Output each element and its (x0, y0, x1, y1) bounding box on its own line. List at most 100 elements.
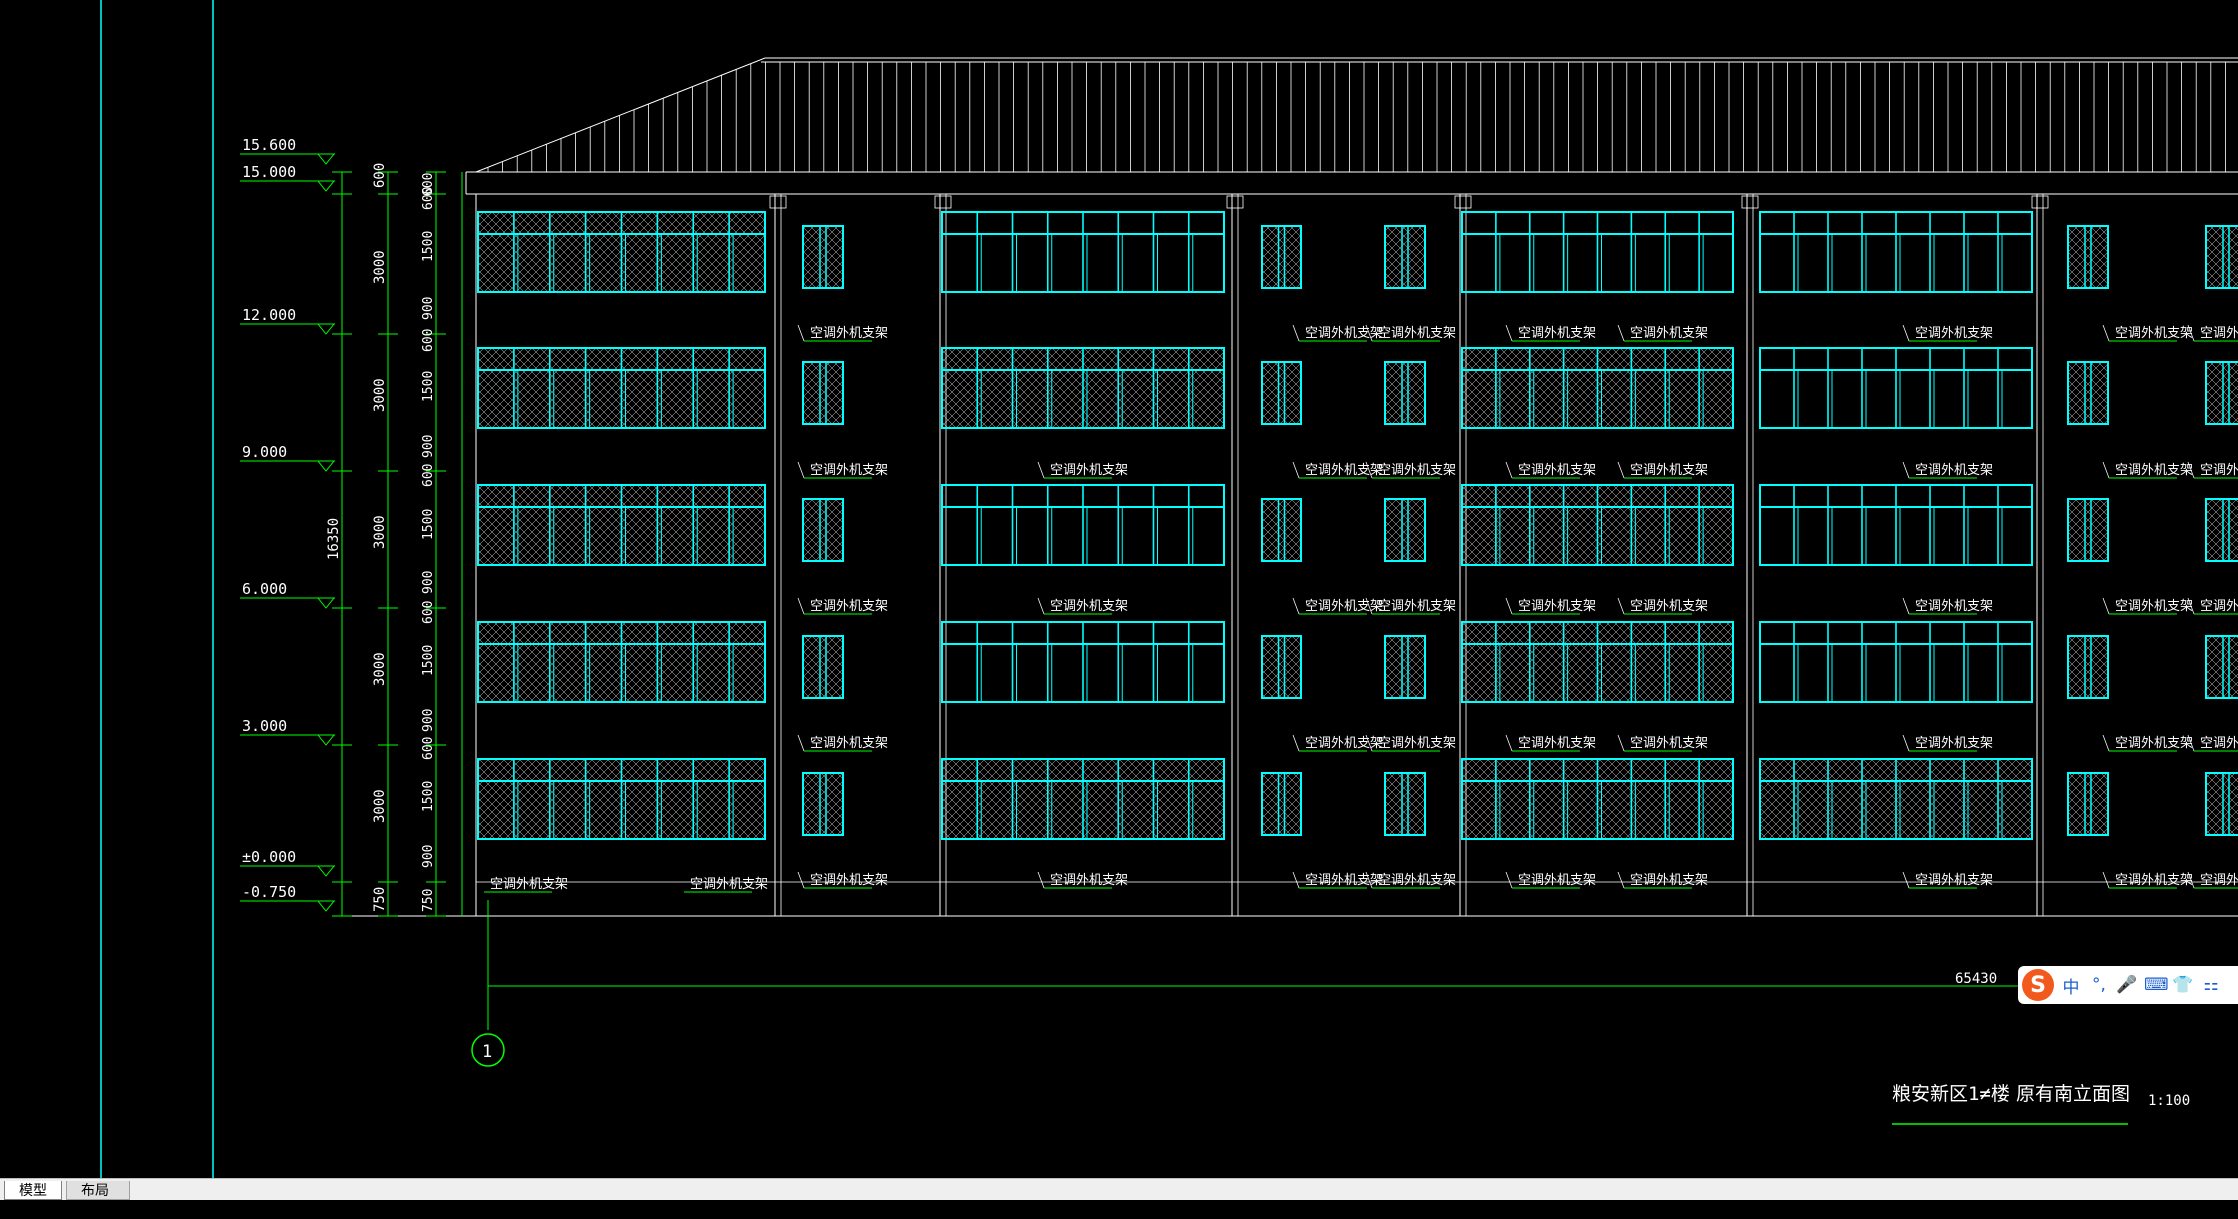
detail-dimension: 600 (421, 173, 436, 196)
ac-bracket-label: 空调外机支架 (2115, 463, 2193, 478)
ac-bracket-label: 空调外机支架 (810, 736, 888, 751)
axis-bubble (471, 1033, 505, 1067)
ac-bracket-label: 空调外机支架 (810, 599, 888, 614)
ac-bracket-label: 空调外机支架 (1915, 873, 1993, 888)
drawing-scale: 1:100 (2148, 1093, 2190, 1109)
ac-bracket-label: 空调外机支架 (2200, 873, 2238, 888)
ac-bracket-label: 空调外机支架 (1378, 736, 1456, 751)
detail-dimension: 1500 (421, 231, 436, 262)
ac-bracket-label: 空调外机支架 (1378, 873, 1456, 888)
ac-bracket-label: 空调外机支架 (1630, 873, 1708, 888)
ac-bracket-label: 空调外机支架 (1518, 326, 1596, 341)
ac-bracket-label: 空调外机支架 (1305, 599, 1383, 614)
ac-bracket-label: 空调外机支架 (1518, 463, 1596, 478)
ac-bracket-label: 空调外机支架 (2200, 326, 2238, 341)
detail-dimension: 900 (421, 709, 436, 732)
ac-bracket-label: 空调外机支架 (1630, 599, 1708, 614)
story-dimension: 750 (372, 887, 388, 912)
ac-bracket-label: 空调外机支架 (1305, 736, 1383, 751)
detail-dimension: 1500 (421, 371, 436, 402)
tab-layout1[interactable]: 布局1 (66, 1181, 130, 1217)
ac-bracket-label: 空调外机支架 (1050, 599, 1128, 614)
ac-bracket-label: 空调外机支架 (2200, 736, 2238, 751)
ac-bracket-label: 空调外机支架 (810, 873, 888, 888)
detail-dimension: 1500 (421, 509, 436, 540)
total-height-dimension: 16350 (326, 518, 342, 560)
ac-bracket-label: 空调外机支架 (1305, 463, 1383, 478)
ac-bracket-label: 空调外机支架 (2115, 326, 2193, 341)
ac-bracket-label: 空调外机支架 (1050, 873, 1128, 888)
ac-bracket-label: 空调外机支架 (1378, 463, 1456, 478)
story-dimension: 3000 (372, 378, 388, 412)
ime-toolbar[interactable]: S 中 °, 🎤 ⌨ 👕 ⚏ (2018, 966, 2238, 1004)
axis-label: 1 (482, 1042, 492, 1062)
ac-bracket-label: 空调外机支架 (1915, 736, 1993, 751)
toolbox-grid-icon[interactable]: ⚏ (2203, 975, 2219, 995)
detail-dimension: 750 (421, 889, 436, 912)
ac-bracket-label: 空调外机支架 (810, 326, 888, 341)
ac-bracket-label: 空调外机支架 (1630, 326, 1708, 341)
ac-bracket-label: 空调外机支架 (1518, 599, 1596, 614)
elevation-label: 3.000 (242, 717, 287, 735)
detail-dimension: 900 (421, 571, 436, 594)
dimension-lines (240, 153, 2238, 1125)
punctuation-icon[interactable]: °, (2092, 975, 2106, 995)
story-dimension: 600 (372, 163, 388, 188)
detail-dimension: 1500 (421, 781, 436, 812)
layout-tab-bar: 模型 布局1 (0, 1178, 2238, 1217)
elevation-label: 12.000 (242, 306, 296, 324)
ac-bracket-label: 空调外机支架 (690, 877, 768, 892)
ac-bracket-label: 空调外机支架 (490, 877, 568, 892)
story-dimension: 3000 (372, 250, 388, 284)
ac-bracket-label: 空调外机支架 (2115, 599, 2193, 614)
ac-bracket-label: 空调外机支架 (1305, 326, 1383, 341)
ac-bracket-label: 空调外机支架 (1630, 736, 1708, 751)
ac-bracket-label: 空调外机支架 (1378, 599, 1456, 614)
skin-shirt-icon[interactable]: 👕 (2172, 975, 2194, 995)
ac-bracket-label: 空调外机支架 (1050, 463, 1128, 478)
ime-lang-toggle[interactable]: 中 (2062, 977, 2080, 998)
drawing-title-project: 粮安新区1≠楼 (1892, 1083, 2010, 1105)
microphone-icon[interactable]: 🎤 (2116, 975, 2138, 995)
detail-dimension: 600 (421, 601, 436, 624)
ac-bracket-label: 空调外机支架 (1630, 463, 1708, 478)
ac-bracket-label: 空调外机支架 (1305, 873, 1383, 888)
elevation-label: 15.000 (242, 163, 296, 181)
ac-bracket-label: 空调外机支架 (2200, 463, 2238, 478)
ac-bracket-label: 空调外机支架 (1915, 599, 1993, 614)
detail-dimension: 900 (421, 435, 436, 458)
elevation-label: 15.600 (242, 136, 296, 154)
ac-bracket-label: 空调外机支架 (1378, 326, 1456, 341)
detail-dimension: 600 (421, 187, 436, 210)
tab-model[interactable]: 模型 (4, 1181, 62, 1200)
elevation-label: 6.000 (242, 580, 287, 598)
keyboard-icon[interactable]: ⌨ (2144, 975, 2169, 995)
detail-dimension: 600 (421, 329, 436, 352)
story-dimension: 3000 (372, 789, 388, 823)
detail-dimension: 600 (421, 737, 436, 760)
ac-bracket-label: 空调外机支架 (1915, 326, 1993, 341)
detail-dimension: 600 (421, 464, 436, 487)
sogou-logo-icon[interactable]: S (2022, 969, 2054, 1001)
elevation-label: ±0.000 (242, 848, 296, 866)
ac-bracket-label: 空调外机支架 (1915, 463, 1993, 478)
story-dimension: 3000 (372, 515, 388, 549)
drawing-title-name: 原有南立面图 (2016, 1083, 2130, 1105)
detail-dimension: 900 (421, 297, 436, 320)
ac-bracket-label: 空调外机支架 (2115, 736, 2193, 751)
ac-bracket-label: 空调外机支架 (1518, 736, 1596, 751)
building-elevation (340, 57, 2238, 917)
detail-dimension: 900 (421, 845, 436, 868)
ac-bracket-label: 空调外机支架 (2200, 599, 2238, 614)
elevation-label: 9.000 (242, 443, 287, 461)
elevation-label: -0.750 (242, 883, 296, 901)
ac-bracket-label: 空调外机支架 (810, 463, 888, 478)
ac-bracket-label: 空调外机支架 (1518, 873, 1596, 888)
cad-drawing-canvas[interactable]: 空调外机支架空调外机支架空调外机支架空调外机支架空调外机支架空调外机支架空调外机… (0, 0, 2238, 1178)
drawing-frame (100, 0, 214, 1178)
width-dimension: 65430 (1955, 971, 1997, 987)
story-dimension: 3000 (372, 652, 388, 686)
ac-bracket-label: 空调外机支架 (2115, 873, 2193, 888)
detail-dimension: 1500 (421, 645, 436, 676)
cad-text-labels: 空调外机支架空调外机支架空调外机支架空调外机支架空调外机支架空调外机支架空调外机… (242, 136, 2238, 1109)
